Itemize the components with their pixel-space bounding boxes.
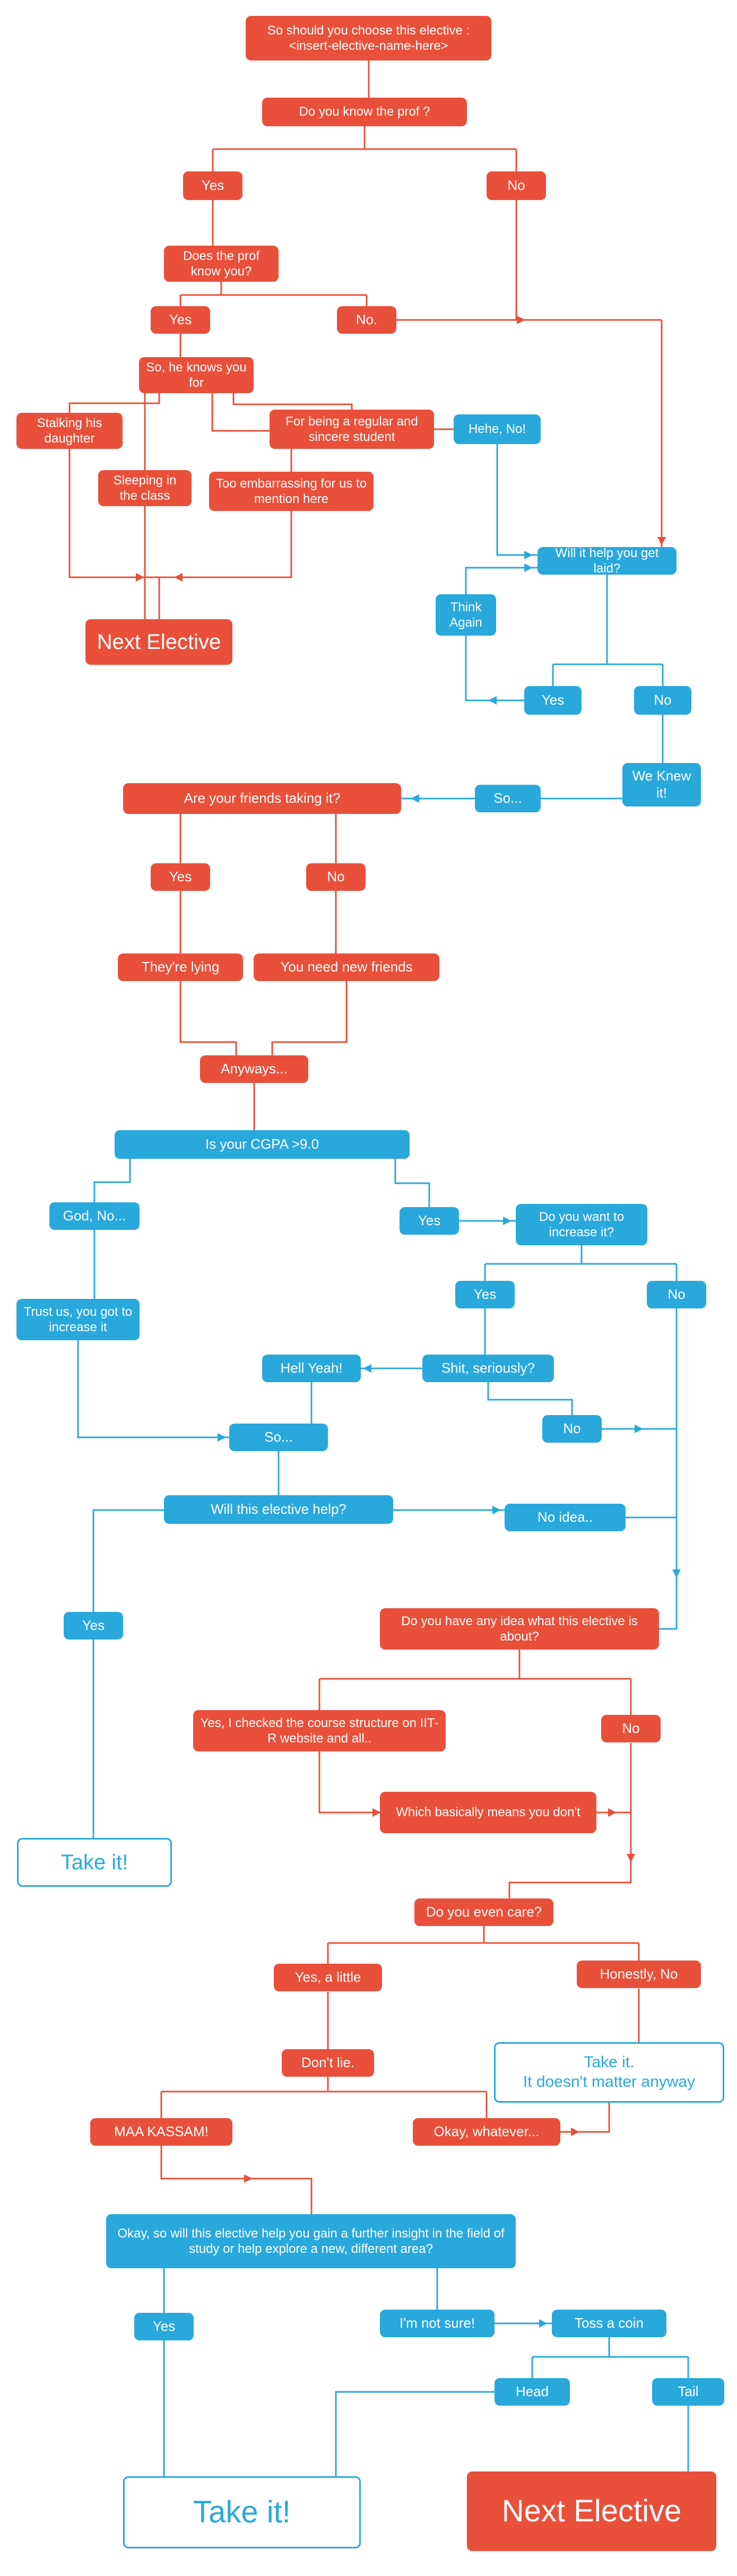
node-dont-lie: Don't lie. <box>282 2049 374 2077</box>
node-no-idea: No idea.. <box>505 1504 626 1531</box>
node-tail: Tail <box>652 2378 724 2406</box>
node-embarrassing: Too embarrassing for us to mention here <box>209 472 374 511</box>
node-know-prof: Do you know the prof ? <box>262 98 467 126</box>
take-it-anyway-line1: Take it. <box>584 2053 635 2071</box>
node-next-elective-1: Next Elective <box>85 619 232 665</box>
arrow-right-icon <box>492 1506 501 1514</box>
node-prof-know-you: Does the prof know you? <box>164 246 279 282</box>
node-big-question: Okay, so will this elective help you gai… <box>106 2214 516 2268</box>
arrow-right-icon <box>503 1217 511 1225</box>
red-edges <box>68 60 663 2214</box>
node-prof-know-you-no: No. <box>337 306 396 334</box>
blue-edges <box>77 444 689 2476</box>
node-think-again: Think Again <box>436 594 496 636</box>
node-sleeping: Sleeping in the class <box>98 470 192 506</box>
node-start: So should you choose this elective : <in… <box>246 16 491 60</box>
node-care-no: Honestly, No <box>577 1961 701 1988</box>
node-god-no: God, No... <box>49 1202 140 1230</box>
arrow-right-icon <box>571 2128 579 2136</box>
node-toss-coin: Toss a coin <box>552 2310 666 2337</box>
node-elective-help: Will this elective help? <box>164 1495 393 1524</box>
arrow-right-icon <box>608 1808 617 1817</box>
arrow-left-icon <box>411 794 419 803</box>
node-help-yes: Yes <box>64 1612 123 1640</box>
node-not-sure: I'm not sure! <box>380 2310 495 2337</box>
node-seriously-no: No <box>542 1415 602 1443</box>
arrowheads <box>136 316 681 2328</box>
node-friends-taking: Are your friends taking it? <box>123 783 401 814</box>
node-hehe-no: Hehe, No! <box>454 414 541 444</box>
arrow-left-icon <box>488 696 497 705</box>
node-take-it-anyway: Take it. It doesn't matter anyway <box>494 2042 724 2103</box>
node-increase-no: No <box>647 1281 706 1308</box>
node-get-laid: Will it help you get laid? <box>537 546 677 576</box>
node-know-prof-no: No <box>487 171 546 200</box>
arrow-right-icon <box>517 316 525 324</box>
arrow-right-icon <box>524 563 533 572</box>
node-shit-seriously: Shit, seriously? <box>422 1355 554 1382</box>
node-get-laid-yes: Yes <box>524 686 582 715</box>
node-trust-us: Trust us, you got to increase it <box>16 1299 140 1340</box>
node-get-laid-no: No <box>634 686 691 715</box>
node-anyways: Anyways... <box>200 1055 308 1083</box>
arrow-right-icon <box>539 2319 548 2328</box>
node-cgpa: Is your CGPA >9.0 <box>115 1130 410 1159</box>
node-friends-no: No <box>306 863 366 891</box>
node-take-it-1: Take it! <box>17 1838 172 1887</box>
arrow-right-icon <box>372 1808 381 1817</box>
node-know-prof-yes: Yes <box>183 171 242 200</box>
node-increase-it: Do you want to increase it? <box>516 1204 647 1245</box>
node-idea-no: No <box>601 1715 661 1742</box>
node-regular-student: For being a regular and sincere student <box>270 410 434 449</box>
node-prof-know-you-yes: Yes <box>151 306 210 334</box>
node-theyre-lying: They're lying <box>118 953 243 981</box>
arrow-right-icon <box>244 2174 253 2183</box>
node-hell-yeah: Hell Yeah! <box>262 1355 361 1382</box>
node-care-yes: Yes, a little <box>274 1964 382 1991</box>
take-it-anyway-line2: It doesn't matter anyway <box>523 2073 696 2091</box>
arrow-down-icon <box>627 1854 635 1862</box>
node-cgpa-yes: Yes <box>400 1207 459 1235</box>
node-increase-yes: Yes <box>455 1281 515 1308</box>
arrow-left-icon <box>174 573 183 582</box>
arrow-right-icon <box>136 573 144 582</box>
arrow-left-icon <box>363 1364 371 1373</box>
node-insight-yes: Yes <box>134 2313 194 2340</box>
node-we-knew-it: We Knew it! <box>622 763 701 806</box>
node-so-2: So... <box>229 1424 328 1451</box>
node-new-friends: You need new friends <box>254 953 439 981</box>
node-knows-you-for: So, he knows you for <box>139 357 254 393</box>
node-so-1: So... <box>475 785 541 812</box>
node-take-it-2: Take it! <box>123 2476 361 2548</box>
node-basically-means: Which basically means you don't <box>380 1792 596 1833</box>
node-stalking: Stalking his daughter <box>16 413 123 449</box>
node-okay-whatever: Okay, whatever... <box>413 2118 560 2146</box>
node-even-care: Do you even care? <box>414 1898 553 1926</box>
node-any-idea: Do you have any idea what this elective … <box>380 1608 659 1650</box>
node-maa-kassam: MAA KASSAM! <box>90 2118 232 2146</box>
arrow-right-icon <box>218 1433 226 1442</box>
arrow-right-icon <box>635 1425 643 1433</box>
node-next-elective-2: Next Elective <box>467 2471 716 2551</box>
node-friends-yes: Yes <box>151 863 210 891</box>
node-head: Head <box>495 2378 570 2406</box>
arrow-right-icon <box>524 551 533 559</box>
arrow-down-icon <box>672 1569 681 1578</box>
arrow-down-icon <box>657 537 666 545</box>
node-checked-structure: Yes, I checked the course structure on I… <box>193 1710 446 1751</box>
